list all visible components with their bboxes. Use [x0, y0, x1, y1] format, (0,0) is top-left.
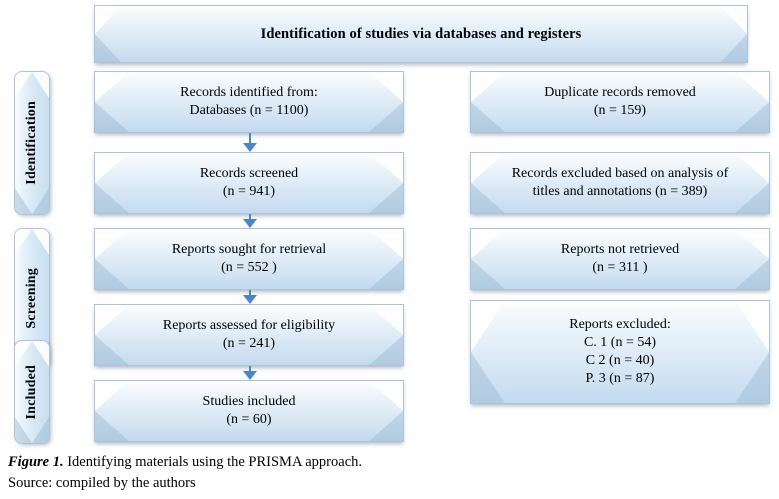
- flow-box-text: Studies included (n = 60): [165, 393, 334, 429]
- flow-box-text: Reports excluded: C. 1 (n = 54) C 2 (n =…: [531, 316, 708, 388]
- flow-line-1: Reports assessed for eligibility: [162, 318, 336, 334]
- flow-line-3: C 2 (n = 40): [585, 353, 655, 368]
- flow-line-1: Reports not retrieved: [560, 242, 680, 258]
- arrow-shaft: [249, 366, 251, 371]
- figure-caption-text: Identifying materials using the PRISMA a…: [63, 454, 363, 470]
- flow-line-1: Studies included: [202, 394, 296, 410]
- flow-line-2: Databases (n = 1100): [189, 103, 309, 118]
- arrow-down-icon: [243, 366, 257, 380]
- stage-bar-included: Included: [14, 340, 50, 444]
- arrow-down-icon: [243, 133, 257, 152]
- stage-label-screening: Screening: [24, 267, 39, 329]
- flow-line-2: (n = 241): [222, 336, 276, 351]
- flow-box-text: Records screened (n = 941): [162, 165, 336, 201]
- flow-line-1: Duplicate records removed: [544, 85, 696, 101]
- flow-box-reports-assessed: Reports assessed for eligibility (n = 24…: [94, 304, 404, 366]
- flow-box-reports-not-retrieved: Reports not retrieved (n = 311 ): [470, 228, 770, 290]
- flow-box-records-screened: Records screened (n = 941): [94, 152, 404, 214]
- flow-box-text: Duplicate records removed (n = 159): [506, 84, 734, 120]
- flow-box-text: Reports assessed for eligibility (n = 24…: [125, 317, 373, 353]
- flow-box-text: Records identified from: Databases (n = …: [142, 84, 356, 120]
- diagram-title-box: Identification of studies via databases …: [94, 5, 748, 63]
- flow-box-records-excluded-titles: Records excluded based on analysis of ti…: [470, 152, 770, 214]
- flow-box-text: Records excluded based on analysis of ti…: [474, 165, 767, 201]
- stage-label-identification: Identification: [24, 101, 39, 185]
- flow-line-2: (n = 159): [593, 103, 647, 118]
- flow-line-2: (n = 311 ): [592, 260, 648, 275]
- arrow-down-icon: [243, 214, 257, 228]
- arrow-head: [243, 371, 257, 380]
- flow-line-2: titles and annotations (n = 389): [532, 184, 708, 199]
- figure-caption: Figure 1. Identifying materials using th…: [8, 452, 768, 493]
- flow-line-1: Records identified from:: [180, 85, 318, 101]
- flow-line-2: C. 1 (n = 54): [583, 335, 657, 351]
- arrow-shaft: [249, 290, 251, 295]
- flow-box-records-identified: Records identified from: Databases (n = …: [94, 71, 404, 133]
- flow-line-2: (n = 60): [226, 412, 272, 427]
- flow-line-1: Reports sought for retrieval: [171, 242, 327, 258]
- flow-line-1: Records excluded based on analysis of: [511, 166, 729, 182]
- arrow-shaft: [249, 133, 251, 143]
- flow-line-1: Records screened: [199, 166, 299, 182]
- arrow-shaft: [249, 214, 251, 219]
- flow-box-duplicate-removed: Duplicate records removed (n = 159): [470, 71, 770, 133]
- flow-box-reports-excluded: Reports excluded: C. 1 (n = 54) C 2 (n =…: [470, 300, 770, 404]
- diagram-title-text: Identification of studies via databases …: [260, 25, 582, 42]
- flow-line-2: (n = 941): [222, 184, 276, 199]
- flow-box-text: Reports sought for retrieval (n = 552 ): [134, 241, 364, 277]
- arrow-head: [243, 219, 257, 228]
- stage-bar-identification: Identification: [14, 71, 50, 215]
- arrow-head: [243, 143, 257, 152]
- flow-box-studies-included: Studies included (n = 60): [94, 380, 404, 442]
- flow-line-4: P. 3 (n = 87): [585, 370, 655, 386]
- figure-caption-source: Source: compiled by the authors: [8, 474, 196, 491]
- figure-caption-label: Figure 1.: [8, 454, 64, 470]
- arrow-down-icon: [243, 290, 257, 304]
- flow-line-2: (n = 552 ): [221, 260, 277, 275]
- arrow-head: [243, 295, 257, 304]
- flow-box-text: Reports not retrieved (n = 311 ): [523, 241, 717, 277]
- flow-box-reports-sought: Reports sought for retrieval (n = 552 ): [94, 228, 404, 290]
- flow-line-1: Reports excluded:: [569, 317, 671, 333]
- stage-label-included: Included: [24, 364, 39, 420]
